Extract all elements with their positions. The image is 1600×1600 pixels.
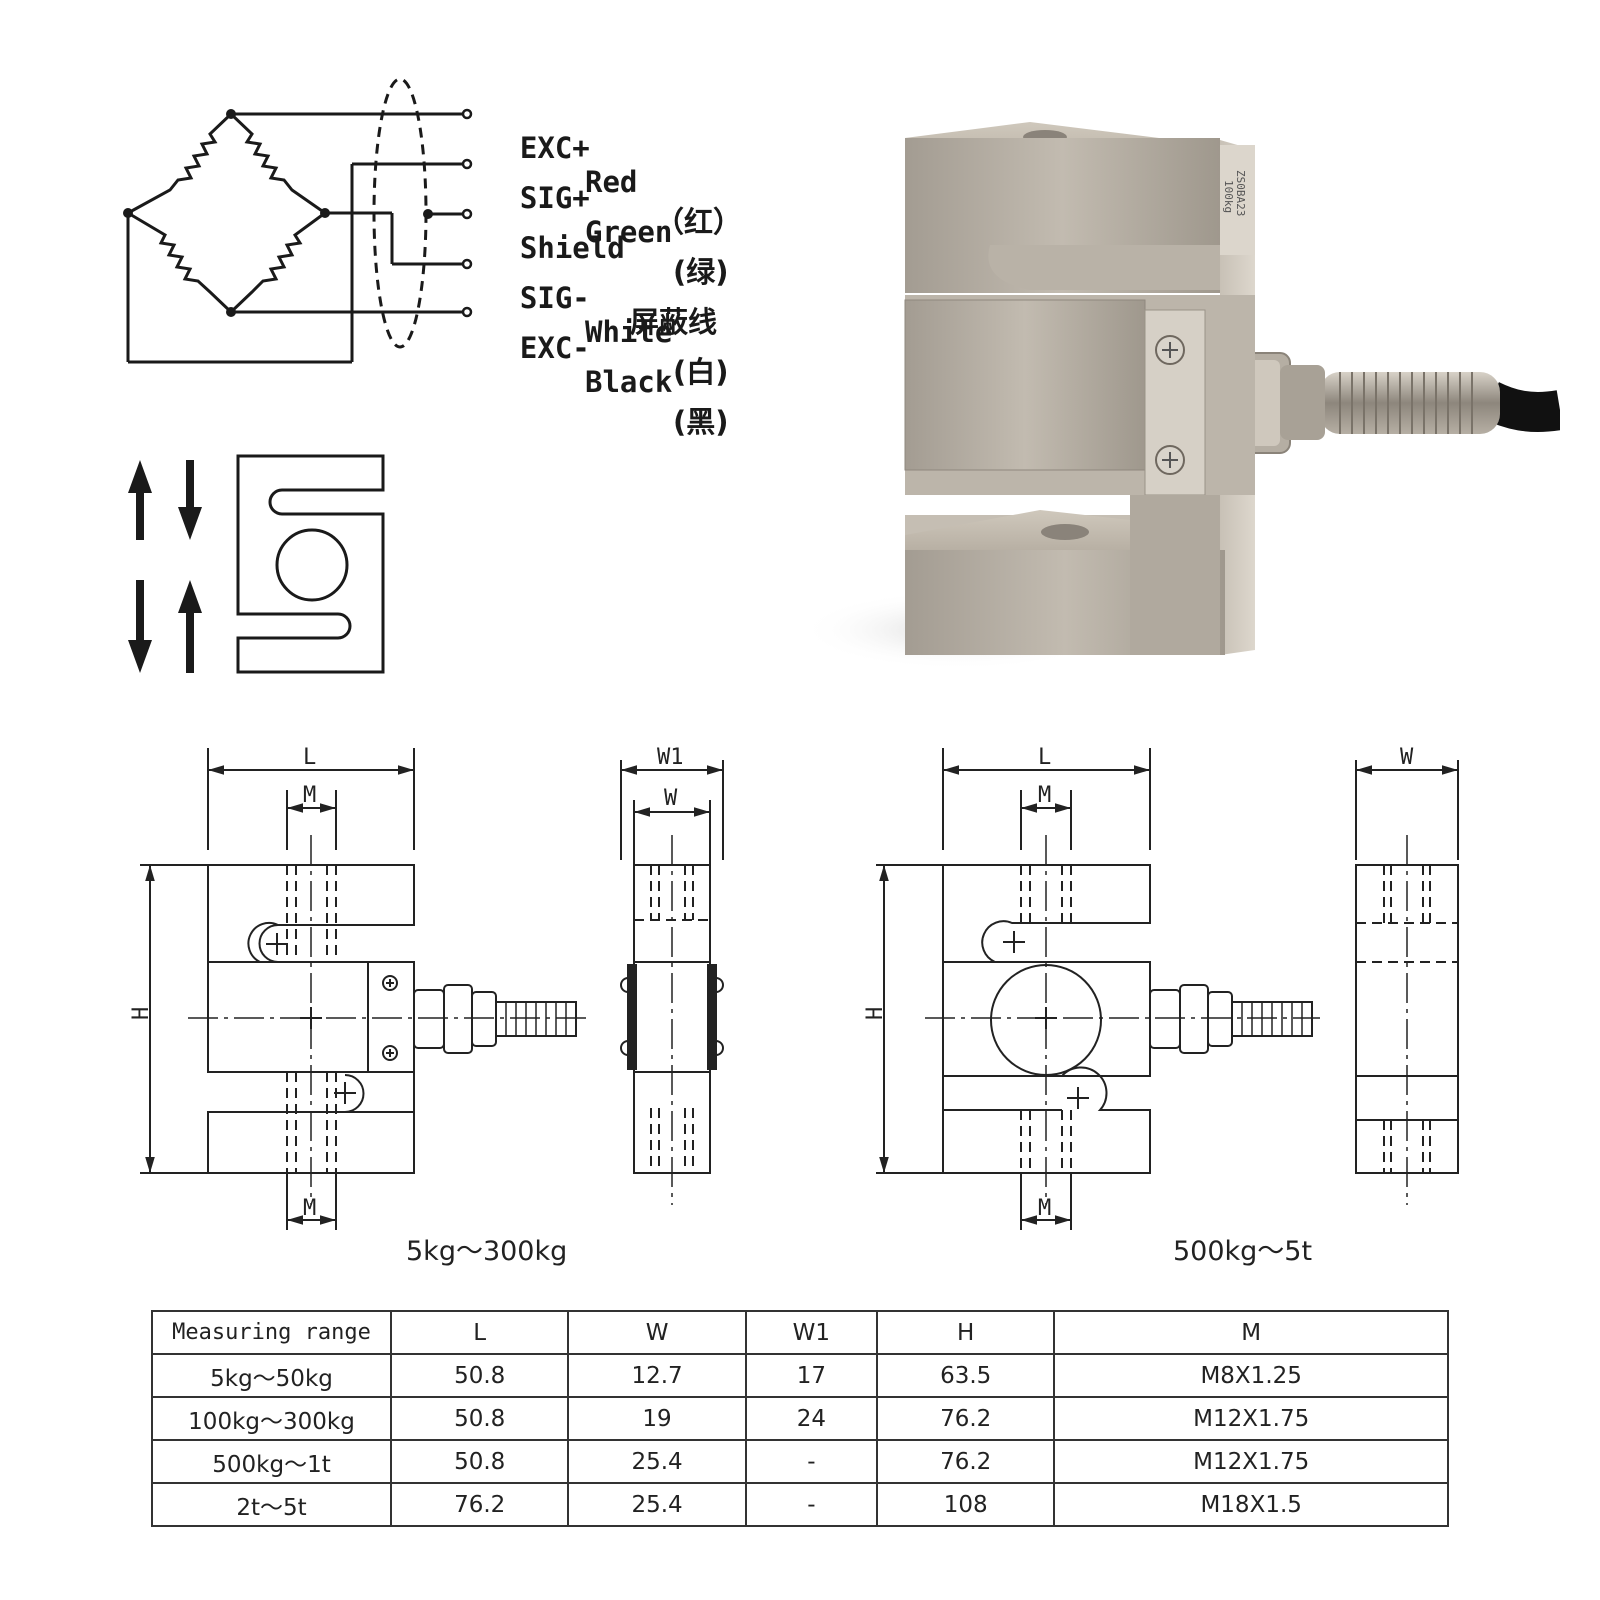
wire-color: Green	[585, 215, 673, 249]
wire-color-cn: （红）	[655, 205, 743, 239]
cell: 76.2	[875, 1396, 1056, 1441]
cell: -	[744, 1482, 878, 1527]
arrow-up-icon	[178, 580, 202, 673]
cell: 50.8	[389, 1353, 570, 1398]
cell: 108	[875, 1482, 1056, 1527]
screw-icon	[1155, 445, 1185, 475]
dim-label-M-top: M	[303, 783, 316, 808]
wire-color-cn: (白)	[673, 355, 729, 389]
table-row: 2t～5t 76.2 25.4 - 108 M18X1.5	[151, 1482, 1449, 1527]
wire-color: Red	[585, 165, 638, 199]
cell: 24	[744, 1396, 878, 1441]
caption-small-range: 5kg～300kg	[406, 1236, 568, 1267]
wire-signal: EXC-	[519, 331, 590, 365]
table-row: 100kg～300kg 50.8 19 24 76.2 M12X1.75	[151, 1396, 1449, 1441]
header-W1: W1	[744, 1310, 878, 1355]
s-type-load-cell-photo: ZS0BA23 100kg	[800, 122, 1560, 670]
dim-label-L: L	[303, 745, 316, 770]
wire-color-cn: (黑)	[673, 405, 729, 439]
wheatstone-bridge-diagram	[123, 77, 473, 364]
cell: M8X1.25	[1053, 1353, 1449, 1398]
small-model-side-view	[620, 760, 724, 1205]
header-W: W	[567, 1310, 747, 1355]
spec-table: Measuring range L W W1 H M 5kg～50kg 50.8…	[151, 1310, 1449, 1527]
header-M: M	[1053, 1310, 1449, 1355]
cell: 5kg～50kg	[151, 1353, 392, 1398]
load-direction-symbol	[128, 454, 385, 674]
arrow-down-icon	[178, 460, 202, 540]
cell: M12X1.75	[1053, 1439, 1449, 1484]
wire-row-exc-plus: EXC+ Red （红）	[485, 97, 742, 239]
arrow-up-icon	[128, 460, 152, 540]
wire-row-sig-plus: SIG+ Green (绿)	[485, 147, 729, 289]
dimension-drawings: L M M H W1 W	[129, 745, 1459, 1230]
cell: 100kg～300kg	[151, 1396, 392, 1441]
cell: 63.5	[875, 1353, 1056, 1398]
dim-label-W1: W1	[657, 745, 684, 770]
caption-large-range: 500kg～5t	[1173, 1236, 1313, 1267]
cell: -	[744, 1439, 878, 1484]
cell: 500kg～1t	[151, 1439, 392, 1484]
dim-label-W: W	[664, 786, 678, 811]
cell: 19	[567, 1396, 747, 1441]
wire-color: Black	[585, 365, 673, 399]
large-model-side-view	[1355, 760, 1459, 1205]
wire-signal: SIG-	[519, 281, 590, 315]
large-model-front-view	[876, 748, 1320, 1230]
dim-label-H: H	[129, 1007, 154, 1020]
wire-color-cn: (绿)	[673, 255, 729, 289]
dim-label-W: W	[1400, 745, 1414, 770]
table-row: 5kg～50kg 50.8 12.7 17 63.5 M8X1.25	[151, 1353, 1449, 1398]
table-header-row: Measuring range L W W1 H M	[151, 1310, 1449, 1355]
dim-label-L: L	[1038, 745, 1051, 770]
wire-signal: SIG+	[519, 181, 590, 215]
header-measuring-range: Measuring range	[151, 1310, 392, 1355]
marking-line-2: 100kg	[1222, 180, 1235, 213]
cell: M12X1.75	[1053, 1396, 1449, 1441]
dim-label-M-bottom: M	[1038, 1196, 1051, 1221]
small-model-front-view	[140, 748, 590, 1230]
cell: 76.2	[389, 1482, 570, 1527]
screw-icon	[1155, 335, 1185, 365]
cell: 12.7	[567, 1353, 747, 1398]
cell: M18X1.5	[1053, 1482, 1449, 1527]
cell: 25.4	[567, 1439, 747, 1484]
wire-color: White	[585, 315, 673, 349]
wire-row-sig-minus: SIG- White (白)	[485, 247, 729, 389]
table-row: 500kg～1t 50.8 25.4 - 76.2 M12X1.75	[151, 1439, 1449, 1484]
cell: 17	[744, 1353, 878, 1398]
marking-line-1: ZS0BA23	[1234, 170, 1247, 216]
wire-row-exc-minus: EXC- Black (黑)	[485, 297, 729, 439]
dim-label-M-bottom: M	[303, 1196, 316, 1221]
wire-signal: EXC+	[519, 131, 590, 165]
cell: 25.4	[567, 1482, 747, 1527]
dim-label-M-top: M	[1038, 783, 1051, 808]
cell: 50.8	[389, 1439, 570, 1484]
dim-label-H: H	[863, 1007, 888, 1020]
wire-signal: Shield	[519, 231, 625, 265]
header-H: H	[875, 1310, 1056, 1355]
header-L: L	[389, 1310, 570, 1355]
cell: 50.8	[389, 1396, 570, 1441]
arrow-down-icon	[128, 580, 152, 673]
wire-row-shield: Shield 屏蔽线	[485, 197, 717, 339]
cell: 2t～5t	[151, 1482, 392, 1527]
cell: 76.2	[875, 1439, 1056, 1484]
wire-color-cn: 屏蔽线	[630, 305, 718, 339]
